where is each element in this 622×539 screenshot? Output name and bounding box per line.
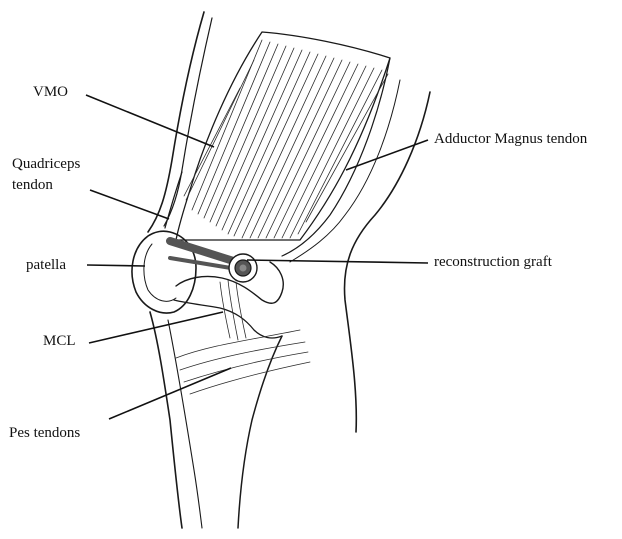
label-vmo: VMO <box>33 83 68 101</box>
label-quadriceps-line2: tendon <box>12 176 53 194</box>
label-leaders <box>86 95 428 419</box>
leader-patella <box>87 265 145 266</box>
label-quadriceps-line1: Quadriceps <box>12 155 80 173</box>
reconstruction-graft <box>170 241 257 282</box>
label-patella: patella <box>26 256 66 274</box>
mcl-band <box>220 280 246 340</box>
label-reconstruction-graft: reconstruction graft <box>434 253 552 271</box>
vmo-fibers <box>184 40 388 238</box>
leader-quadriceps <box>90 190 169 219</box>
patella-inner-outline <box>144 244 176 301</box>
leader-graft <box>247 260 428 263</box>
pes-tendons <box>176 330 310 394</box>
leader-pes <box>109 368 231 419</box>
label-pes-tendons: Pes tendons <box>9 424 80 442</box>
label-mcl: MCL <box>43 332 76 350</box>
leg-front-contour <box>150 312 182 528</box>
leader-vmo <box>86 95 214 147</box>
label-adductor-magnus-tendon: Adductor Magnus tendon <box>434 130 587 148</box>
leader-adductor <box>346 140 428 170</box>
